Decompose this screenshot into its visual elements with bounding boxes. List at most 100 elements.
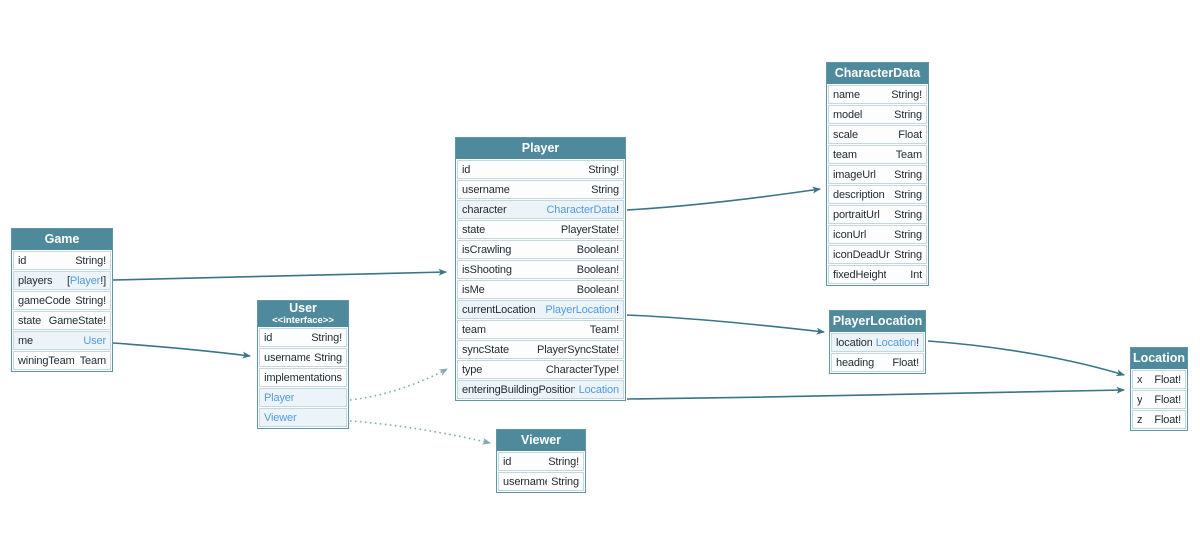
field-row-player-state[interactable]: state PlayerState! <box>457 220 624 239</box>
field-row-game-gamecode[interactable]: gameCode String! <box>13 291 111 310</box>
field-row-game-players[interactable]: players [Player!] <box>13 271 111 290</box>
field-name: scale <box>833 128 858 141</box>
field-type: Location <box>579 384 620 396</box>
field-name: isMe <box>462 283 485 296</box>
type-link: PlayerLocation <box>545 303 617 316</box>
field-type: String <box>894 108 922 121</box>
field-name: syncState <box>462 343 509 356</box>
field-type: String <box>314 351 342 364</box>
field-name: state <box>462 223 486 236</box>
field-name: id <box>18 254 27 267</box>
field-type: PlayerState! <box>560 223 619 236</box>
field-name: team <box>462 323 486 336</box>
field-name: me <box>18 334 33 347</box>
field-name: gameCode <box>18 294 71 307</box>
field-row-characterdata-iconurl[interactable]: iconUrl String <box>828 225 927 244</box>
table-viewer-header[interactable]: Viewer <box>497 430 585 451</box>
field-type: Team <box>895 148 922 161</box>
field-type: String! <box>548 455 579 468</box>
field-row-user-viewer[interactable]: Viewer <box>259 408 347 427</box>
field-type: String! <box>311 331 342 344</box>
type-link: CharacterData <box>546 203 617 216</box>
field-name: iconUrl <box>833 228 867 241</box>
table-characterdata-header[interactable]: CharacterData <box>827 63 928 84</box>
field-row-viewer-id[interactable]: id String! <box>498 452 584 471</box>
field-type: PlayerSyncState! <box>537 343 619 356</box>
field-name: isShooting <box>462 263 512 276</box>
field-row-characterdata-scale[interactable]: scale Float <box>828 125 927 144</box>
field-type: Float! <box>892 356 919 369</box>
field-name: state <box>18 314 42 327</box>
table-title: Player <box>521 140 560 155</box>
field-row-user-implementations[interactable]: implementations <box>259 368 347 387</box>
table-title: CharacterData <box>834 65 921 80</box>
table-title: Location <box>1132 350 1186 365</box>
table-player-header[interactable]: Player <box>456 138 625 159</box>
field-name: iconDeadUrl <box>833 248 891 261</box>
field-name: description <box>833 188 885 201</box>
table-stereotype: <<interface>> <box>272 314 334 326</box>
field-type: String! <box>75 294 106 307</box>
section-label: implementations <box>264 371 342 384</box>
field-type: [Player!] <box>67 274 106 287</box>
field-name: username <box>264 351 311 364</box>
field-type: Float! <box>1154 413 1181 426</box>
field-type: String <box>894 228 922 241</box>
table-playerlocation-header[interactable]: PlayerLocation <box>830 311 925 332</box>
implementation-link: Player <box>264 391 295 404</box>
field-row-player-iscrawling[interactable]: isCrawling Boolean! <box>457 240 624 259</box>
field-type: Location! <box>875 336 919 349</box>
field-type: String <box>894 248 922 261</box>
field-type: String <box>894 168 922 181</box>
field-type: Float <box>898 128 922 141</box>
field-name: players <box>18 274 53 287</box>
type-link: Player <box>69 274 101 287</box>
table-user-header[interactable]: User<<interface>> <box>258 301 348 327</box>
field-type: Float! <box>1154 373 1181 386</box>
field-row-user-player[interactable]: Player <box>259 388 347 407</box>
table-location-header[interactable]: Location <box>1131 348 1187 369</box>
field-type: Boolean! <box>576 243 619 256</box>
field-name: username <box>503 475 548 488</box>
field-name: id <box>503 455 512 468</box>
field-name: isCrawling <box>462 243 512 256</box>
field-row-player-syncstate[interactable]: syncState PlayerSyncState! <box>457 340 624 359</box>
field-name: id <box>462 163 471 176</box>
table-game-header[interactable]: Game <box>12 229 112 250</box>
field-name: location <box>836 336 872 349</box>
